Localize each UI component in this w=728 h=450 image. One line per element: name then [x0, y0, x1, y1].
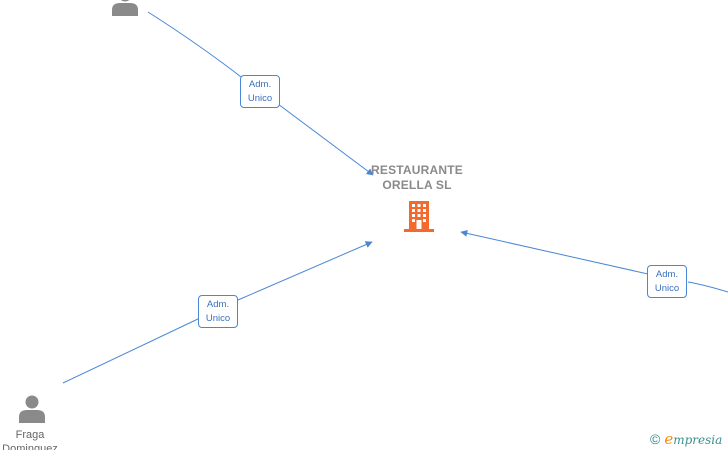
person-icon[interactable]: [17, 393, 47, 423]
logo-initial: e: [664, 430, 674, 448]
logo-text: mpresia: [673, 433, 723, 447]
copyright-icon: ©: [650, 431, 661, 447]
relation-badge-bottom-left[interactable]: Adm. Unico: [198, 295, 238, 328]
building-icon[interactable]: [403, 200, 435, 234]
company-name-line2: ORELLA SL: [382, 178, 452, 192]
person-name[interactable]: Fraga Dominguez: [0, 428, 60, 450]
person-icon[interactable]: [110, 0, 140, 16]
person-name-line1: Fraga: [15, 429, 45, 441]
relation-role-line1: Adm.: [206, 299, 230, 310]
relation-role-line1: Adm.: [248, 79, 272, 90]
edge-right[interactable]: [461, 232, 728, 293]
empresia-logo: empresia: [664, 430, 722, 448]
company-name-line1: RESTAURANTE: [371, 163, 463, 177]
edge-top-left[interactable]: [147, 11, 373, 175]
relation-role-line2: Unico: [247, 93, 273, 104]
relation-role-line1: Adm.: [655, 269, 679, 280]
relation-role-line2: Unico: [205, 313, 231, 324]
relation-role-line2: Unico: [654, 283, 680, 294]
edge-bottom-left[interactable]: [62, 242, 372, 384]
relation-badge-top-left[interactable]: Adm. Unico: [240, 75, 280, 108]
company-name[interactable]: RESTAURANTE ORELLA SL: [356, 163, 478, 193]
relation-badge-right[interactable]: Adm. Unico: [647, 265, 687, 298]
empresia-watermark: © empresia: [650, 430, 722, 448]
person-name-line2: Dominguez: [2, 443, 58, 450]
